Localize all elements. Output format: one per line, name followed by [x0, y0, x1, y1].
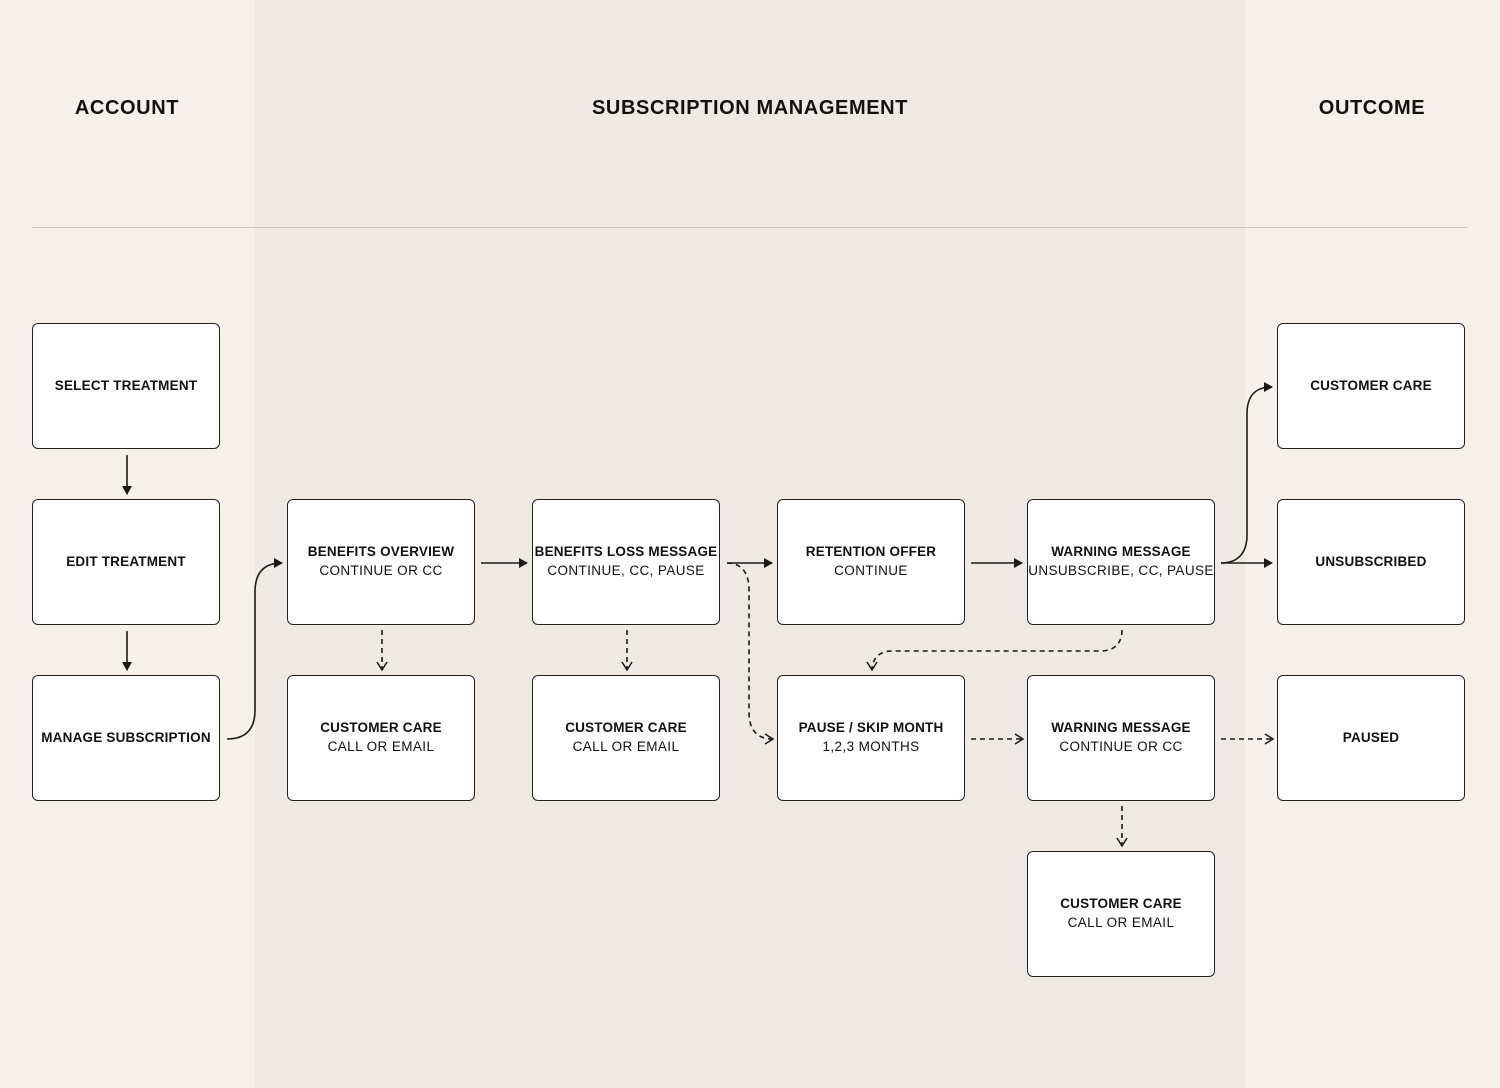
- node-title: EDIT TREATMENT: [66, 554, 186, 569]
- node-subtitle: CALL OR EMAIL: [327, 739, 435, 754]
- lane-title-outcome: OUTCOME: [1318, 97, 1426, 119]
- node-title: WARNING MESSAGE: [1051, 720, 1191, 735]
- node-subtitle: CONTINUE OR CC: [1059, 739, 1183, 754]
- node-subtitle: 1,2,3 MONTHS: [822, 739, 920, 754]
- node-title: CUSTOMER CARE: [1060, 896, 1182, 911]
- node-title: MANAGE SUBSCRIPTION: [41, 730, 211, 745]
- node-title: CUSTOMER CARE: [320, 720, 442, 735]
- node-benefits-overview[interactable]: BENEFITS OVERVIEW CONTINUE OR CC: [287, 499, 475, 625]
- node-title: CUSTOMER CARE: [1310, 378, 1432, 393]
- node-customer-care-overview[interactable]: CUSTOMER CARE CALL OR EMAIL: [287, 675, 475, 801]
- node-outcome-paused[interactable]: PAUSED: [1277, 675, 1465, 801]
- node-subtitle: CONTINUE OR CC: [319, 563, 443, 578]
- node-title: UNSUBSCRIBED: [1315, 554, 1427, 569]
- node-title: BENEFITS LOSS MESSAGE: [534, 544, 718, 559]
- node-subtitle: CONTINUE, CC, PAUSE: [547, 563, 705, 578]
- node-subtitle: UNSUBSCRIBE, CC, PAUSE: [1028, 563, 1214, 578]
- node-outcome-unsubscribed[interactable]: UNSUBSCRIBED: [1277, 499, 1465, 625]
- node-outcome-customer-care[interactable]: CUSTOMER CARE: [1277, 323, 1465, 449]
- node-select-treatment[interactable]: SELECT TREATMENT: [32, 323, 220, 449]
- node-pause-skip-month[interactable]: PAUSE / SKIP MONTH 1,2,3 MONTHS: [777, 675, 965, 801]
- node-retention-offer[interactable]: RETENTION OFFER CONTINUE: [777, 499, 965, 625]
- lane-title-account: ACCOUNT: [74, 97, 180, 119]
- header-divider: [32, 227, 1468, 228]
- node-customer-care-loss[interactable]: CUSTOMER CARE CALL OR EMAIL: [532, 675, 720, 801]
- node-title: PAUSED: [1342, 730, 1400, 745]
- node-edit-treatment[interactable]: EDIT TREATMENT: [32, 499, 220, 625]
- node-manage-subscription[interactable]: MANAGE SUBSCRIPTION: [32, 675, 220, 801]
- node-subtitle: CONTINUE: [834, 563, 908, 578]
- node-title: RETENTION OFFER: [805, 544, 937, 559]
- node-title: BENEFITS OVERVIEW: [307, 544, 455, 559]
- node-customer-care-warning[interactable]: CUSTOMER CARE CALL OR EMAIL: [1027, 851, 1215, 977]
- node-warning-message-continue[interactable]: WARNING MESSAGE CONTINUE OR CC: [1027, 675, 1215, 801]
- node-subtitle: CALL OR EMAIL: [1067, 915, 1175, 930]
- node-title: CUSTOMER CARE: [565, 720, 687, 735]
- node-title: PAUSE / SKIP MONTH: [798, 720, 944, 735]
- lane-title-subscription: SUBSCRIPTION MANAGEMENT: [591, 97, 909, 119]
- node-benefits-loss-message[interactable]: BENEFITS LOSS MESSAGE CONTINUE, CC, PAUS…: [532, 499, 720, 625]
- node-title: WARNING MESSAGE: [1051, 544, 1191, 559]
- node-warning-message-unsubscribe[interactable]: WARNING MESSAGE UNSUBSCRIBE, CC, PAUSE: [1027, 499, 1215, 625]
- node-title: SELECT TREATMENT: [54, 378, 198, 393]
- node-subtitle: CALL OR EMAIL: [572, 739, 680, 754]
